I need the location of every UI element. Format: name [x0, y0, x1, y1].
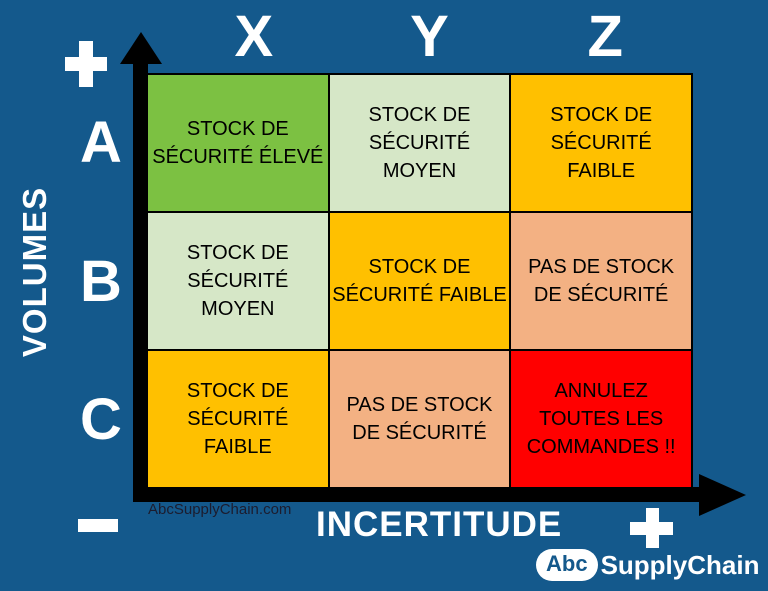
y-axis-plus-icon	[65, 41, 107, 87]
column-header-y: Y	[410, 4, 449, 69]
x-axis-arrow-icon	[699, 474, 746, 516]
column-header-z: Z	[587, 4, 623, 69]
x-axis-plus-icon	[630, 508, 673, 548]
matrix-cell-a-z: STOCK DE SÉCURITÉ FAIBLE	[511, 75, 691, 211]
matrix-grid: STOCK DE SÉCURITÉ ÉLEVÉ STOCK DE SÉCURIT…	[146, 73, 693, 489]
row-label-b: B	[80, 248, 122, 314]
matrix-cell-b-z: PAS DE STOCK DE SÉCURITÉ	[511, 213, 691, 349]
y-axis-line	[133, 58, 148, 502]
brand-logo-abc-badge: Abc	[536, 549, 598, 581]
row-label-c: C	[80, 387, 122, 453]
brand-logo: Abc SupplyChain	[536, 548, 759, 582]
matrix-cell-b-x: STOCK DE SÉCURITÉ MOYEN	[148, 213, 328, 349]
x-axis-line	[133, 487, 700, 502]
row-labels: A B C	[68, 73, 134, 489]
row-label-a: A	[80, 109, 122, 175]
matrix-cell-c-y: PAS DE STOCK DE SÉCURITÉ	[329, 351, 510, 487]
matrix-cell-a-y: STOCK DE SÉCURITÉ MOYEN	[329, 75, 510, 211]
y-axis-arrow-icon	[120, 32, 162, 64]
column-headers: X Y Z	[146, 0, 693, 73]
y-axis-minus-icon	[78, 519, 118, 532]
matrix-cell-c-z: ANNULEZ TOUTES LES COMMANDES !!	[511, 351, 691, 487]
matrix-cell-c-x: STOCK DE SÉCURITÉ FAIBLE	[148, 351, 328, 487]
brand-logo-name: SupplyChain	[600, 549, 760, 580]
column-header-x: X	[234, 4, 274, 69]
x-axis-label: INCERTITUDE	[316, 505, 563, 544]
website-credit: AbcSupplyChain.com	[148, 501, 292, 518]
y-axis-label: VOLUMES	[16, 186, 53, 358]
matrix-cell-a-x: STOCK DE SÉCURITÉ ÉLEVÉ	[148, 75, 328, 211]
matrix-cell-b-y: STOCK DE SÉCURITÉ FAIBLE	[329, 213, 510, 349]
